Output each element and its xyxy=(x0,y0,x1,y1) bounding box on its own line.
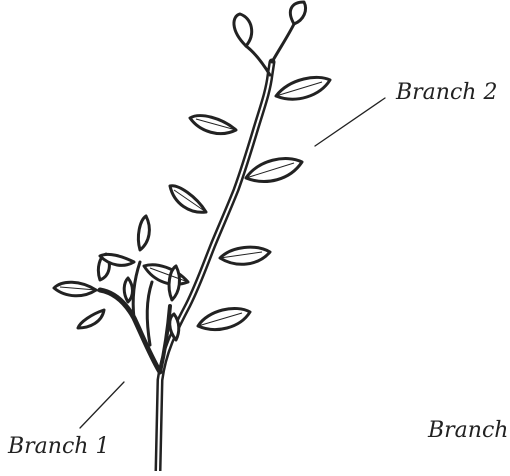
branch-1-stem-4 xyxy=(147,282,152,345)
label-branch-partial: Branch xyxy=(428,420,508,442)
pointer-branch-2 xyxy=(315,98,385,146)
branch-1-stem xyxy=(100,290,160,372)
branch-1-stem-2 xyxy=(133,262,140,318)
label-branch-1: Branch 1 xyxy=(8,436,109,458)
label-branch-2: Branch 2 xyxy=(396,82,497,104)
pointer-branch-1 xyxy=(80,382,124,428)
